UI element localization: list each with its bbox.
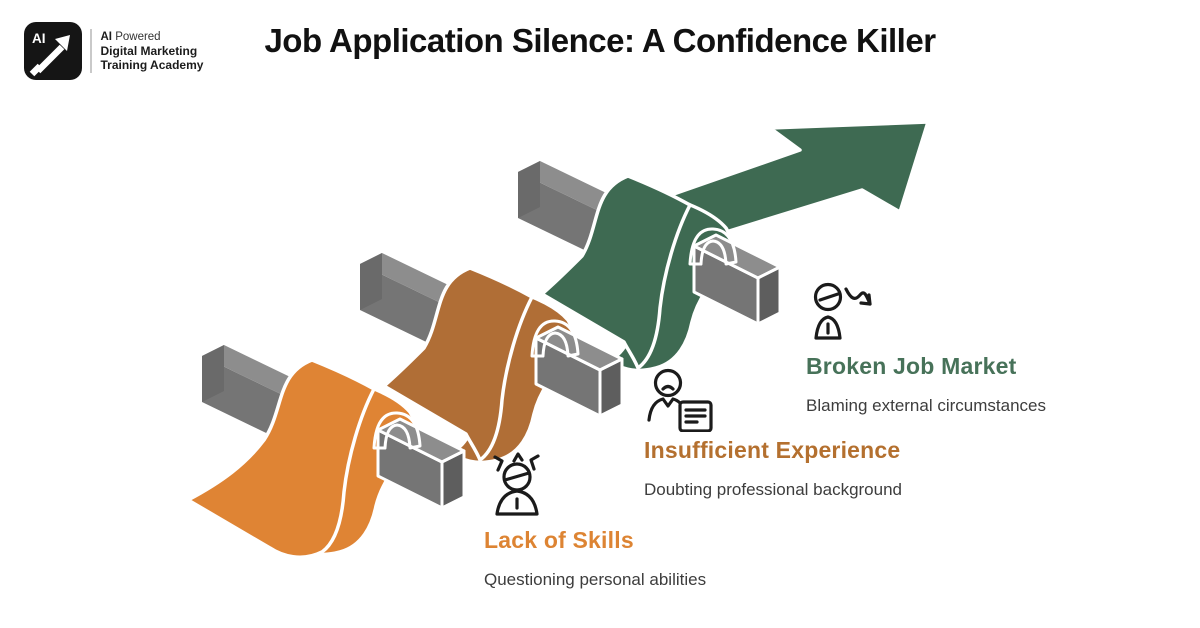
stage-subtitle: Questioning personal abilities <box>484 570 707 589</box>
logo-line2: Digital Marketing <box>100 44 198 58</box>
stressed-person-icon <box>493 452 540 516</box>
stage-label-insufficient-experience: Insufficient Experience Doubting profess… <box>644 366 902 500</box>
ai-logo-badge-icon: AI <box>24 22 82 80</box>
logo-badge-text: AI <box>32 31 46 46</box>
logo-line1-rest: Powered <box>112 31 161 43</box>
brand-logo: AI AI Powered Digital Marketing Training… <box>24 22 203 80</box>
stage-label-broken-job-market: Broken Job Market Blaming external circu… <box>806 280 1046 416</box>
success-arrow <box>666 120 930 234</box>
logo-text: AI Powered Digital Marketing Training Ac… <box>101 30 204 72</box>
stage-title: Broken Job Market <box>806 353 1017 379</box>
stage-subtitle: Doubting professional background <box>644 480 903 499</box>
obstacle-bar-2-front <box>534 325 624 418</box>
person-with-resume-icon <box>647 368 713 432</box>
stage-label-lack-of-skills: Lack of Skills Questioning personal abil… <box>484 448 706 590</box>
stage-title: Lack of Skills <box>484 527 634 553</box>
stage-title: Insufficient Experience <box>644 437 901 463</box>
person-decline-arrow-icon <box>813 282 872 340</box>
obstacle-bar-1-front <box>376 417 466 510</box>
logo-divider <box>90 29 92 73</box>
logo-line3: Training Academy <box>100 58 204 72</box>
obstacle-bar-3-front <box>692 233 782 326</box>
page-title: Job Application Silence: A Confidence Ki… <box>264 22 936 59</box>
logo-line1-bold: AI <box>100 31 113 43</box>
stage-subtitle: Blaming external circumstances <box>806 396 1046 415</box>
